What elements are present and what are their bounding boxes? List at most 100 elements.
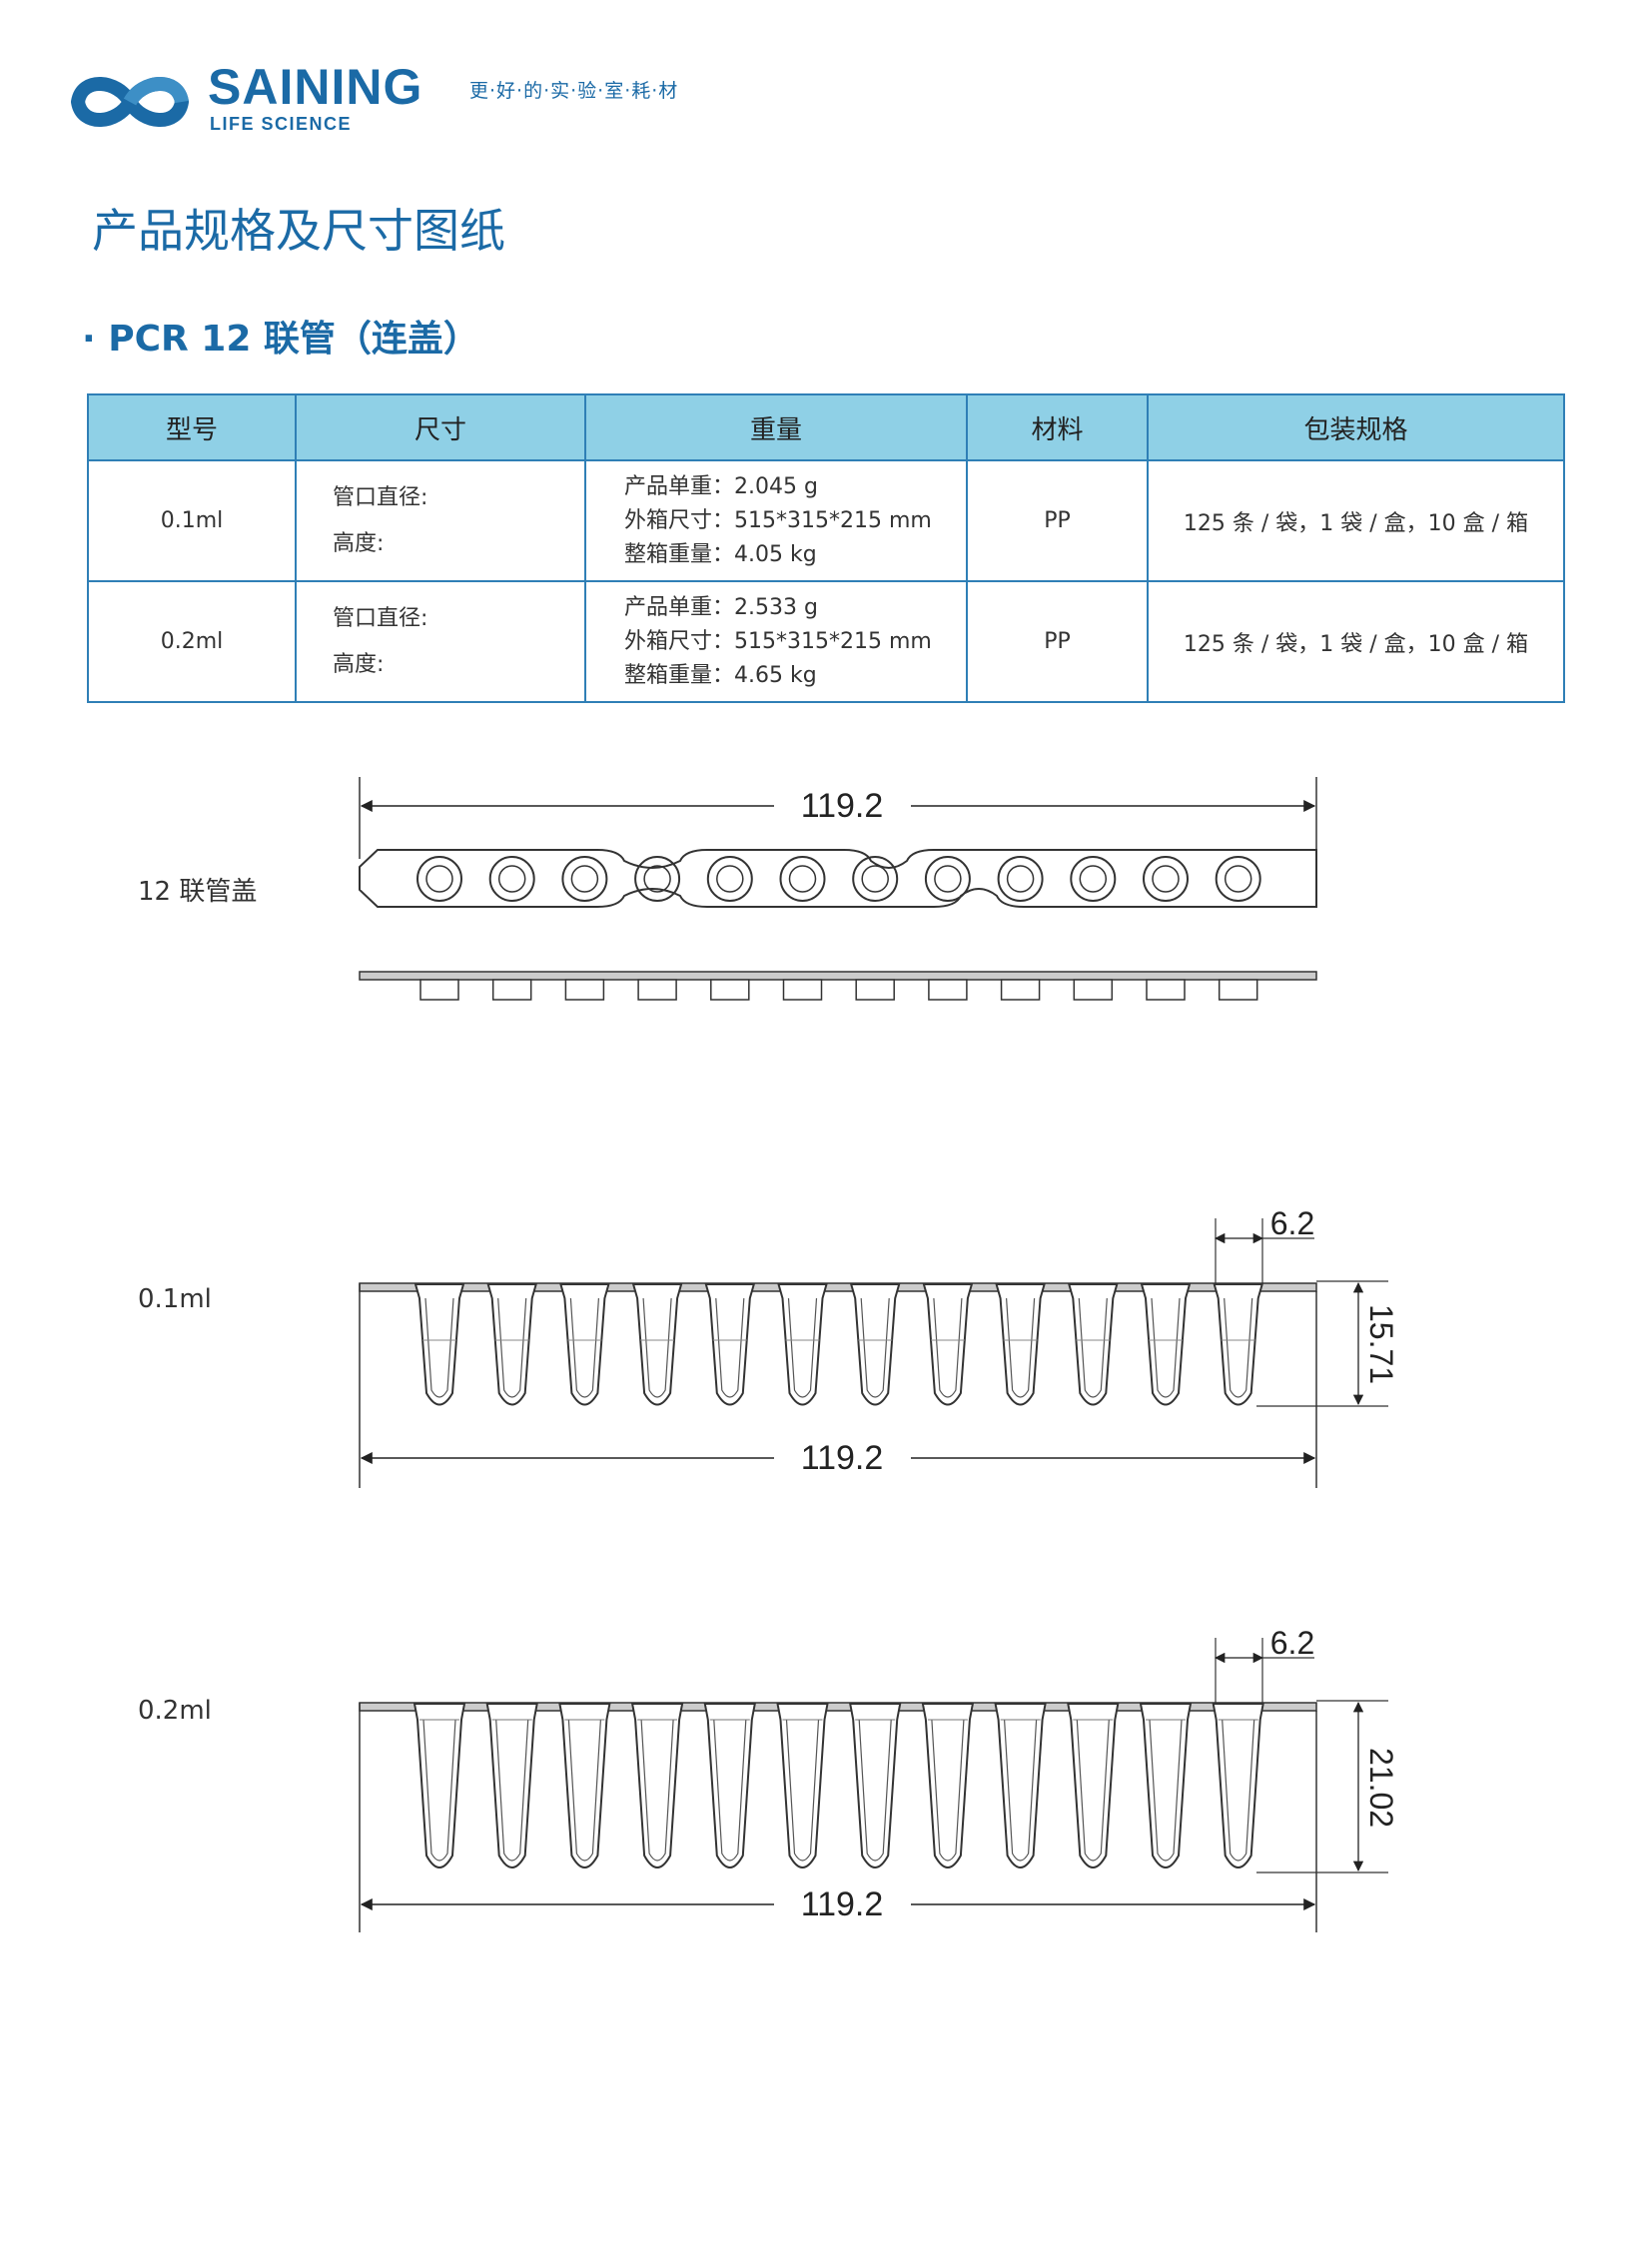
tube-02 xyxy=(413,1703,466,1868)
carton-weight: 整箱重量：4.65 kg xyxy=(624,662,817,688)
cap-strip-side-view xyxy=(359,971,1317,1001)
tube-01 xyxy=(486,1283,538,1406)
tube-01-width-value: 119.2 xyxy=(801,1439,884,1477)
cell-packing: 125 条 / 袋，1 袋 / 盒，10 盒 / 箱 xyxy=(1147,580,1565,703)
tube-02 xyxy=(703,1703,757,1868)
cap-well xyxy=(561,856,608,902)
cap-plug xyxy=(710,979,750,1001)
cell-size: 管口直径: 高度: xyxy=(295,459,586,582)
header-packing: 包装规格 xyxy=(1147,393,1565,461)
cap-well xyxy=(852,856,899,902)
tube-02 xyxy=(485,1703,538,1868)
cap-well xyxy=(488,856,535,902)
cap-well xyxy=(416,856,462,902)
cap-well xyxy=(1143,856,1189,902)
cap-label: 12 联管盖 xyxy=(138,877,258,907)
size-height: 高度: xyxy=(333,651,385,677)
tube-02 xyxy=(558,1703,611,1868)
brand-subtitle: LIFE SCIENCE xyxy=(210,114,353,134)
cell-model: 0.1ml xyxy=(87,459,297,582)
cell-material: PP xyxy=(966,580,1149,703)
tube-01 xyxy=(995,1283,1046,1406)
tube-02-pitch-value: 6.2 xyxy=(1270,1625,1314,1661)
tube-02 xyxy=(1139,1703,1193,1868)
carton-size: 外箱尺寸：515*315*215 mm xyxy=(624,507,932,533)
tube-01-pitch-dimension: 6.2 xyxy=(1214,1205,1314,1283)
cap-plug xyxy=(782,979,823,1001)
brand-name: SAINING xyxy=(208,59,423,115)
tube-01 xyxy=(922,1283,974,1406)
cell-weight: 产品单重：2.045 g 外箱尺寸：515*315*215 mm 整箱重量：4.… xyxy=(584,459,968,582)
spec-table: 型号 尺寸 重量 材料 包装规格 0.1ml 管口直径: 高度: 产品单重：2.… xyxy=(87,393,1565,703)
tube-02-pitch-dimension: 6.2 xyxy=(1214,1625,1314,1703)
infinity-logo-icon xyxy=(71,77,189,127)
tube-02-width-dimension: 119.2 xyxy=(359,1703,1317,1932)
tube-01-pitch-value: 6.2 xyxy=(1270,1205,1314,1241)
tube-02-label: 0.2ml xyxy=(138,1696,212,1726)
cell-weight: 产品单重：2.533 g 外箱尺寸：515*315*215 mm 整箱重量：4.… xyxy=(584,580,968,703)
page-title: 产品规格及尺寸图纸 xyxy=(92,204,505,258)
cell-packing: 125 条 / 袋，1 袋 / 盒，10 盒 / 箱 xyxy=(1147,459,1565,582)
cap-plug xyxy=(1000,979,1041,1001)
tube-02 xyxy=(630,1703,684,1868)
tube-01 xyxy=(777,1283,828,1406)
tube-02 xyxy=(994,1703,1047,1868)
size-diameter: 管口直径: xyxy=(333,484,428,510)
cap-width-dimension: 119.2 xyxy=(359,777,1317,859)
cap-strip-top-view xyxy=(359,849,1317,908)
header-material: 材料 xyxy=(966,393,1149,461)
cell-size: 管口直径: 高度: xyxy=(295,580,586,703)
tube-02 xyxy=(1067,1703,1120,1868)
tube-02 xyxy=(921,1703,975,1868)
cap-plug xyxy=(855,979,895,1001)
tube-01-label: 0.1ml xyxy=(138,1284,212,1314)
tube-01 xyxy=(413,1283,465,1406)
tube-01 xyxy=(1067,1283,1119,1406)
tube-02-height-value: 21.02 xyxy=(1363,1748,1399,1828)
tube-01-height-value: 15.71 xyxy=(1363,1304,1399,1384)
size-height: 高度: xyxy=(333,530,385,556)
tube-01 xyxy=(849,1283,901,1406)
tube-02 xyxy=(848,1703,902,1868)
header-model: 型号 xyxy=(87,393,297,461)
cell-model: 0.2ml xyxy=(87,580,297,703)
tube-01-strip xyxy=(359,1282,1317,1406)
cap-well xyxy=(779,856,826,902)
cap-width-value: 119.2 xyxy=(801,787,884,825)
tube-02 xyxy=(776,1703,829,1868)
cap-well xyxy=(1070,856,1117,902)
unit-weight: 产品单重：2.533 g xyxy=(624,594,818,620)
carton-weight: 整箱重量：4.05 kg xyxy=(624,541,817,567)
tube-01 xyxy=(1140,1283,1192,1406)
header-size: 尺寸 xyxy=(295,393,586,461)
table-header-row: 型号 尺寸 重量 材料 包装规格 xyxy=(87,393,1565,461)
slogan: 更·好·的·实·验·室·耗·材 xyxy=(469,80,679,102)
cap-plug xyxy=(928,979,968,1001)
section-title: · PCR 12 联管（连盖） xyxy=(82,319,479,360)
tube-02-height-dimension: 21.02 xyxy=(1256,1700,1399,1873)
tube-02 xyxy=(1212,1703,1264,1868)
cap-well xyxy=(924,856,971,902)
table-row: 0.1ml 管口直径: 高度: 产品单重：2.045 g 外箱尺寸：515*31… xyxy=(87,459,1565,582)
size-diameter: 管口直径: xyxy=(333,605,428,631)
tube-01 xyxy=(559,1283,610,1406)
tube-01 xyxy=(1213,1283,1264,1406)
cap-well xyxy=(1215,856,1261,902)
tube-01-height-dimension: 15.71 xyxy=(1256,1280,1399,1407)
tube-01 xyxy=(631,1283,683,1406)
cap-plug xyxy=(637,979,677,1001)
cell-material: PP xyxy=(966,459,1149,582)
cap-plug xyxy=(1073,979,1114,1001)
carton-size: 外箱尺寸：515*315*215 mm xyxy=(624,628,932,654)
unit-weight: 产品单重：2.045 g xyxy=(624,473,818,499)
tube-02-width-value: 119.2 xyxy=(801,1885,884,1923)
header-weight: 重量 xyxy=(584,393,968,461)
cap-plug xyxy=(1146,979,1186,1001)
cap-plug xyxy=(1218,979,1258,1001)
table-row: 0.2ml 管口直径: 高度: 产品单重：2.533 g 外箱尺寸：515*31… xyxy=(87,580,1565,703)
tube-01 xyxy=(704,1283,756,1406)
cap-plug xyxy=(564,979,605,1001)
cap-plug xyxy=(419,979,459,1001)
tube-01-width-dimension: 119.2 xyxy=(359,1283,1317,1488)
